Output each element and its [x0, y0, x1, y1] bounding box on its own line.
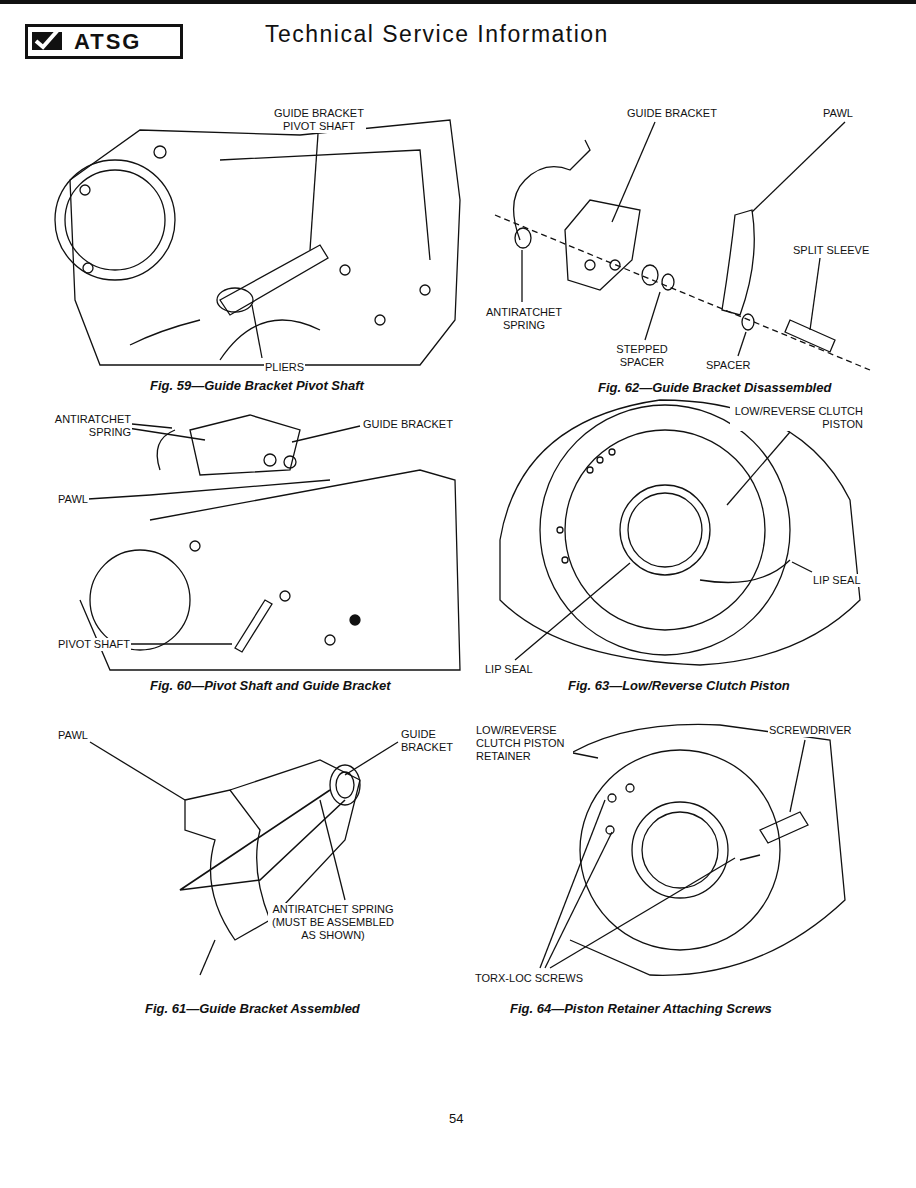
figure-caption: Fig. 64—Piston Retainer Attaching Screws — [510, 1002, 772, 1015]
part-label: PAWL — [822, 107, 854, 120]
page-title: Technical Service Information — [265, 28, 609, 41]
page-number: 54 — [449, 1112, 463, 1125]
part-label: SCREWDRIVER — [768, 724, 853, 737]
part-label: ANTIRATCHET SPRING (MUST BE ASSEMBLED AS… — [268, 903, 398, 942]
figure-caption: Fig. 60—Pivot Shaft and Guide Bracket — [150, 679, 391, 692]
part-label: GUIDE BRACKET PIVOT SHAFT — [272, 107, 366, 133]
part-label: PIVOT SHAFT — [57, 638, 131, 651]
part-label: STEPPED SPACER — [606, 343, 678, 369]
part-label: LOW/REVERSE CLUTCH PISTON RETAINER — [475, 724, 573, 763]
part-label: TORX-LOC SCREWS — [474, 972, 584, 985]
part-label: SPLIT SLEEVE — [792, 244, 870, 257]
part-label: ANTIRATCHET SPRING — [478, 306, 570, 332]
logo-box: ATSG — [25, 24, 183, 59]
part-label: LIP SEAL — [812, 574, 862, 587]
logo-text: ATSG — [28, 29, 151, 55]
figure-caption: Fig. 62—Guide Bracket Disassembled — [598, 381, 831, 394]
part-label: GUIDE BRACKET — [362, 418, 454, 431]
part-label: LIP SEAL — [484, 663, 534, 676]
part-label: SPACER — [705, 359, 751, 372]
part-label: PAWL — [57, 729, 89, 742]
part-label: LOW/REVERSE CLUTCH PISTON — [730, 405, 864, 431]
figure-caption: Fig. 59—Guide Bracket Pivot Shaft — [150, 379, 364, 392]
part-label: PAWL — [57, 493, 89, 506]
figure-caption: Fig. 63—Low/Reverse Clutch Piston — [568, 679, 790, 692]
figure-caption: Fig. 61—Guide Bracket Assembled — [145, 1002, 360, 1015]
part-label: ANTIRATCHET SPRING — [42, 413, 132, 439]
part-label: GUIDE BRACKET — [626, 107, 718, 120]
part-label: PLIERS — [264, 361, 305, 374]
part-label: GUIDE BRACKET — [400, 728, 464, 754]
